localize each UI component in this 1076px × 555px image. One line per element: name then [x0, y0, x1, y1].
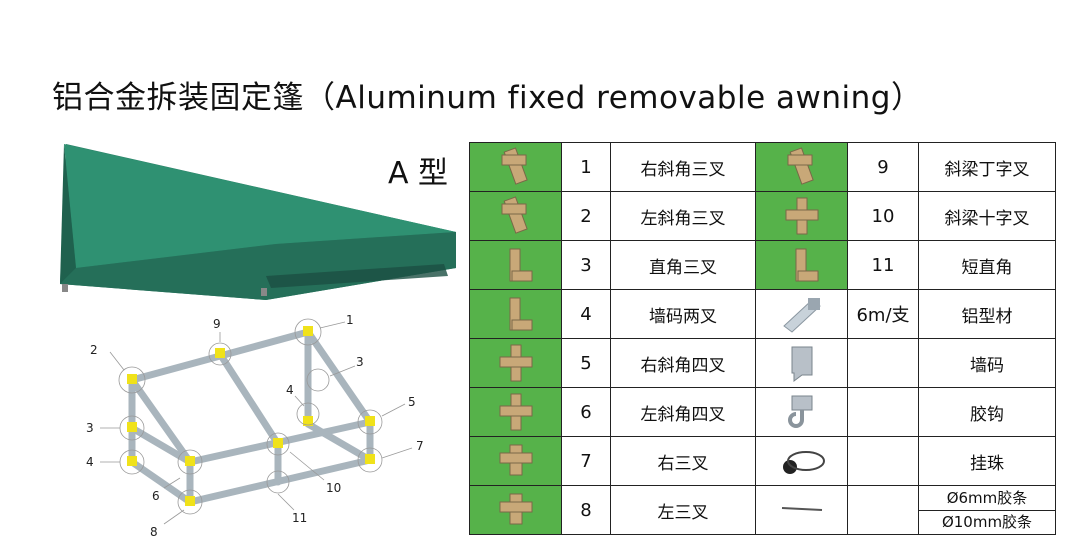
part-name: Ø6mm胶条	[946, 488, 1028, 507]
parts-row: 8 左三叉 Ø6mm胶条 Ø10mm胶条	[469, 485, 1056, 535]
parts-row: 3 直角三叉 11 短直角	[469, 240, 1056, 290]
oblique-beam-tee-icon	[755, 142, 848, 192]
diagram-number: 1	[346, 313, 354, 327]
awning-photo	[60, 144, 456, 300]
diagram-number: 11	[292, 511, 307, 525]
oblique-beam-cross-icon	[755, 191, 848, 241]
left-oblique-tee-icon	[469, 191, 562, 241]
left-oblique-four-way-icon	[469, 387, 562, 437]
part-number	[847, 338, 919, 388]
diagram-number: 10	[326, 481, 341, 495]
part-name: 右斜角四叉	[610, 338, 756, 388]
part-name: 胶钩	[918, 387, 1056, 437]
diagram-number: 4	[86, 455, 94, 469]
part-number	[847, 387, 919, 437]
bead-cord-icon	[755, 436, 848, 486]
part-name-cell: Ø6mm胶条 Ø10mm胶条	[918, 485, 1056, 535]
part-number: 9	[847, 142, 919, 192]
rubber-hook-icon	[755, 387, 848, 437]
right-tee-icon	[469, 436, 562, 486]
right-oblique-tee-icon	[469, 142, 562, 192]
type-label: A 型	[388, 156, 449, 191]
right-angle-tee-icon	[469, 240, 562, 290]
wall-bracket-icon	[755, 338, 848, 388]
parts-table: 1 右斜角三叉 9 斜梁丁字叉 2 左斜角三叉 10 斜梁十字叉 3 直角三叉 …	[469, 142, 1056, 535]
part-number: 6	[561, 387, 611, 437]
diagram-number: 3	[86, 421, 94, 435]
part-number: 5	[561, 338, 611, 388]
part-number: 1	[561, 142, 611, 192]
part-number: 7	[561, 436, 611, 486]
part-name: 右三叉	[610, 436, 756, 486]
part-name: 短直角	[918, 240, 1056, 290]
parts-row: 1 右斜角三叉 9 斜梁丁字叉	[469, 142, 1056, 192]
part-number: 3	[561, 240, 611, 290]
part-number: 4	[561, 289, 611, 339]
part-name: 直角三叉	[610, 240, 756, 290]
parts-row: 6 左斜角四叉 胶钩	[469, 387, 1056, 437]
diagram-number: 9	[213, 317, 221, 331]
part-number	[847, 436, 919, 486]
rubber-strip-icon	[755, 485, 848, 535]
part-number	[847, 485, 919, 535]
part-name: 右斜角三叉	[610, 142, 756, 192]
part-name: 墙码	[918, 338, 1056, 388]
part-number: 2	[561, 191, 611, 241]
diagram-number: 2	[90, 343, 98, 357]
part-number: 6m/支	[847, 289, 919, 339]
wall-bracket-two-way-icon	[469, 289, 562, 339]
part-name: 左斜角三叉	[610, 191, 756, 241]
diagram-number: 3	[356, 355, 364, 369]
part-name: 铝型材	[918, 289, 1056, 339]
page-title: 铝合金拆装固定篷（Aluminum fixed removable awning…	[52, 80, 923, 116]
diagram-number: 4	[286, 383, 294, 397]
part-number: 10	[847, 191, 919, 241]
part-name: 左三叉	[610, 485, 756, 535]
diagram-number: 8	[150, 525, 158, 539]
short-right-angle-icon	[755, 240, 848, 290]
part-name: 左斜角四叉	[610, 387, 756, 437]
part-number: 11	[847, 240, 919, 290]
part-name: 挂珠	[918, 436, 1056, 486]
part-name: 斜梁十字叉	[918, 191, 1056, 241]
left-tee-icon	[469, 485, 562, 535]
diagram-number: 5	[408, 395, 416, 409]
part-number: 8	[561, 485, 611, 535]
parts-row: 2 左斜角三叉 10 斜梁十字叉	[469, 191, 1056, 241]
part-name: 墙码两叉	[610, 289, 756, 339]
parts-row: 4 墙码两叉 6m/支 铝型材	[469, 289, 1056, 339]
right-oblique-four-way-icon	[469, 338, 562, 388]
diagram-number: 6	[152, 489, 160, 503]
part-name: 斜梁丁字叉	[918, 142, 1056, 192]
aluminum-profile-icon	[755, 289, 848, 339]
diagram-number: 7	[416, 439, 424, 453]
frame-diagram: 1 2 3 3 4 4 5 6 7 8 9 10 11	[86, 313, 424, 539]
parts-row: 5 右斜角四叉 墙码	[469, 338, 1056, 388]
parts-row: 7 右三叉 挂珠	[469, 436, 1056, 486]
part-name: Ø10mm胶条	[919, 509, 1055, 534]
